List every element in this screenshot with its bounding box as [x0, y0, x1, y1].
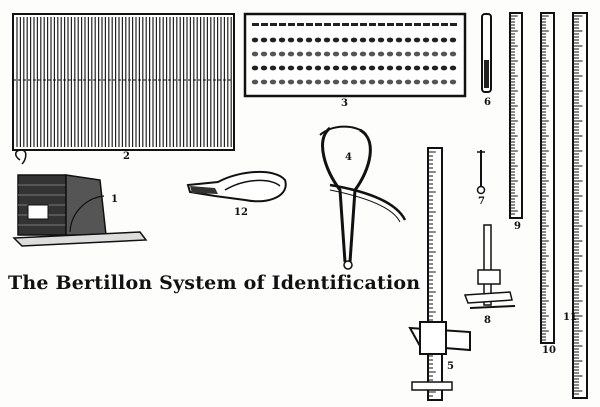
- label-2: 2: [123, 151, 130, 162]
- item-6-tube: [481, 13, 492, 93]
- item-4-calipers: [319, 125, 407, 270]
- label-8: 8: [484, 315, 491, 326]
- item-5-sliding-caliper: [408, 147, 471, 401]
- label-1: 1: [111, 194, 118, 205]
- board-corner-mark: [15, 149, 27, 165]
- label-9: 9: [514, 221, 521, 232]
- item-7-pin: [476, 150, 486, 195]
- label-12: 12: [234, 207, 248, 218]
- item-8-foot-gauge: [463, 224, 516, 309]
- label-3: 3: [341, 98, 348, 109]
- label-7: 7: [478, 196, 485, 207]
- label-10: 10: [542, 345, 556, 356]
- item-9-rule: [509, 12, 523, 219]
- label-4: 4: [345, 152, 352, 163]
- label-5: 5: [447, 361, 454, 372]
- item-2-file-board: [12, 13, 235, 151]
- illustration-title: The Bertillon System of Identification: [8, 272, 421, 294]
- label-11: 11: [563, 312, 577, 323]
- label-6: 6: [484, 97, 491, 108]
- item-12-tool: [186, 170, 287, 203]
- item-1-apparatus: [12, 174, 148, 247]
- item-3-feature-chart: [243, 12, 467, 98]
- item-11-rule: [572, 12, 588, 399]
- item-10-rule: [540, 12, 555, 344]
